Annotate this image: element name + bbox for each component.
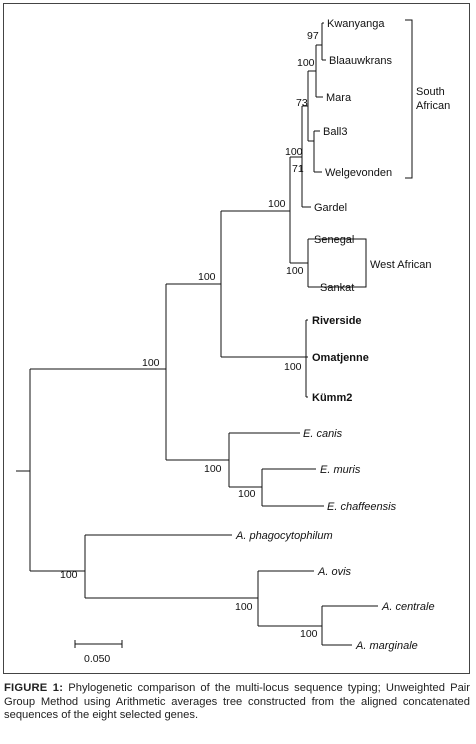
bootstrap-ovis-group: 100 bbox=[235, 601, 253, 613]
taxon-e-muris: E. muris bbox=[320, 464, 361, 476]
group-label-south: South bbox=[416, 86, 445, 98]
south-african-bracket bbox=[405, 19, 413, 179]
bootstrap-values: 97 100 73 100 71 100 100 100 100 100 100… bbox=[60, 30, 319, 640]
bootstrap-ball3-welg: 71 bbox=[292, 163, 304, 175]
taxon-sankat: Sankat bbox=[320, 282, 354, 294]
bootstrap-riv-omat-kumm: 100 bbox=[284, 361, 302, 373]
taxon-blaauwkrans: Blaauwkrans bbox=[329, 55, 392, 67]
taxon-e-canis: E. canis bbox=[303, 428, 343, 440]
scale-bar-label: 0.050 bbox=[84, 653, 110, 665]
taxon-welgevonden: Welgevonden bbox=[325, 167, 392, 179]
bootstrap-sen-sank: 100 bbox=[286, 265, 304, 277]
group-labels: South African West African bbox=[370, 86, 450, 271]
tree-branches bbox=[16, 22, 378, 646]
taxon-a-centrale: A. centrale bbox=[381, 601, 435, 613]
bootstrap-muris-chaff: 100 bbox=[238, 488, 256, 500]
caption-text: Phylogenetic comparison of the multi-loc… bbox=[4, 682, 471, 721]
bootstrap-sa-wa: 100 bbox=[268, 198, 286, 210]
bootstrap-kw-bl: 97 bbox=[307, 30, 319, 42]
bootstrap-anaplasma: 100 bbox=[60, 569, 78, 581]
scale-bar: 0.050 bbox=[74, 640, 123, 665]
taxon-kwanyanga: Kwanyanga bbox=[327, 18, 385, 30]
taxon-labels: Kwanyanga Blaauwkrans Mara Ball3 Welgevo… bbox=[235, 18, 435, 652]
taxon-a-ovis: A. ovis bbox=[317, 566, 352, 578]
bootstrap-canis-group: 100 bbox=[204, 463, 222, 475]
bootstrap-ehrlichia: 100 bbox=[142, 357, 160, 369]
group-label-west-african: West African bbox=[370, 259, 432, 271]
taxon-mara: Mara bbox=[326, 92, 352, 104]
taxon-omatjenne: Omatjenne bbox=[312, 352, 369, 364]
taxon-gardel: Gardel bbox=[314, 202, 347, 214]
bootstrap-ruminantium: 100 bbox=[198, 271, 216, 283]
group-label-african: African bbox=[416, 100, 450, 112]
figure-frame bbox=[3, 3, 470, 674]
taxon-riverside: Riverside bbox=[312, 315, 362, 327]
bootstrap-kw-bl-mara: 100 bbox=[297, 57, 315, 69]
bootstrap-sa-all: 100 bbox=[285, 146, 303, 158]
taxon-e-chaffeensis: E. chaffeensis bbox=[327, 501, 397, 513]
figure-caption: FIGURE 1: Phylogenetic comparison of the… bbox=[4, 682, 470, 723]
west-african-bracket bbox=[359, 238, 367, 288]
taxon-ball3: Ball3 bbox=[323, 126, 347, 138]
taxon-a-phagocytophilum: A. phagocytophilum bbox=[235, 530, 333, 542]
bootstrap-sa-core: 73 bbox=[296, 97, 308, 109]
taxon-a-marginale: A. marginale bbox=[355, 640, 418, 652]
phylogenetic-tree: Kwanyanga Blaauwkrans Mara Ball3 Welgevo… bbox=[16, 18, 450, 665]
bootstrap-cent-marg: 100 bbox=[300, 628, 318, 640]
group-brackets bbox=[359, 19, 413, 288]
taxon-kumm2: Kümm2 bbox=[312, 392, 352, 404]
caption-label: FIGURE 1: bbox=[4, 682, 64, 694]
taxon-senegal: Senegal bbox=[314, 234, 354, 246]
